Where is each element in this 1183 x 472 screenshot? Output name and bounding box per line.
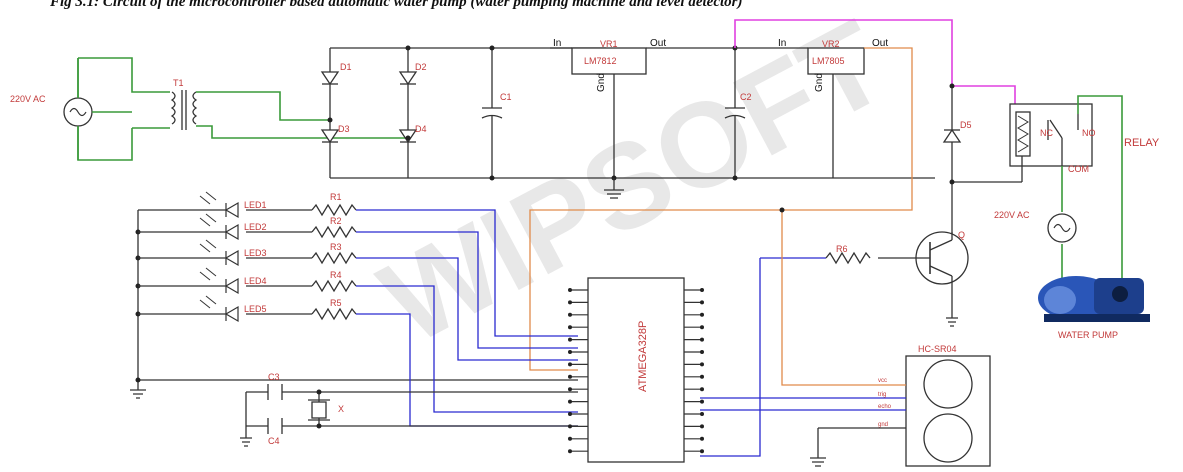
relay-nc-label: NC (1040, 128, 1053, 138)
mcu-pin-right-dot (700, 362, 704, 367)
mcu-pin-left-dot (568, 374, 572, 379)
d1-label: D1 (340, 62, 352, 72)
led2-label: LED2 (244, 222, 267, 232)
mcu-pin-right-dot (700, 350, 704, 354)
mcu-pin-left-dot (568, 288, 572, 292)
mcu-pin-right-dot (700, 412, 704, 416)
r3-label: R3 (330, 242, 342, 252)
sensor-vcc-label: vcc (878, 378, 887, 384)
figure-caption: Fig 3.1: Circuit of the microcontroller … (50, 0, 743, 10)
relay: NC NO COM RELAY (1009, 103, 1160, 182)
d3-label: D3 (338, 124, 350, 134)
transformer: T1 (170, 78, 408, 139)
c4-label: C4 (268, 436, 280, 446)
vr1-gnd-label: Gnd (596, 73, 607, 92)
c1-label: C1 (500, 92, 512, 102)
mcu-pin-left-dot (568, 312, 572, 317)
led-row-3: LED3 R3 (138, 239, 578, 361)
crystal-label: X (338, 404, 344, 414)
mcu-pin-left-dot (568, 300, 572, 305)
sensor-echo-label: echo (878, 404, 892, 410)
pump-label: WATER PUMP (1058, 330, 1118, 340)
led1-label: LED1 (244, 200, 267, 210)
sensor-gnd-label: gnd (878, 422, 888, 428)
mcu-pin-right-dot (700, 337, 704, 342)
led-bank: LED1 R1 LED2 R2 LED3 R3 (130, 191, 578, 427)
mcu-pin-right-dot (700, 288, 704, 292)
crystal-oscillator: C3 C4 X (240, 372, 578, 447)
mcu-pin-right-dot (700, 449, 704, 454)
mcu-pin-left-dot (568, 325, 572, 330)
mcu-pin-right-dot (700, 312, 704, 317)
d5-label: D5 (960, 120, 972, 130)
relay-ac-label: 220V AC (994, 210, 1030, 220)
vr1-in-label: In (553, 38, 561, 49)
mcu-pin-right-dot (700, 374, 704, 379)
ac-source: 220V AC (10, 57, 170, 161)
led5-label: LED5 (244, 304, 267, 314)
sensor-trig-label: trig (878, 392, 886, 398)
mcu-pin-right-dot (700, 300, 704, 305)
bridge-rectifier: D1 D2 D3 D4 (320, 45, 935, 179)
vr2-part-label: LM7805 (812, 56, 845, 66)
mcu-pin-right-dot (700, 436, 704, 441)
vr2-in-label: In (778, 38, 786, 49)
led-row-1: LED1 R1 (138, 191, 578, 337)
mcu-pin-left-dot (568, 449, 572, 454)
hc-sr04-sensor: HC-SR04 vcc trig echo gnd (700, 344, 991, 467)
transformer-label: T1 (173, 78, 184, 88)
r6-label: R6 (836, 244, 848, 254)
regulator-vr1: VR1 LM7812 In Out Gnd (550, 38, 735, 199)
mcu-pin-left-dot (568, 412, 572, 416)
resistor-r6: R6 (700, 244, 871, 457)
led3-label: LED3 (244, 248, 267, 258)
led-row-2: LED2 R2 (138, 213, 578, 349)
mcu-pin-left-dot (568, 424, 572, 429)
vr1-label: VR1 (600, 39, 618, 49)
flyback-diode-d5: D5 (942, 88, 1022, 240)
mcu-label: ATMEGA328P (637, 321, 649, 392)
water-pump-image: WATER PUMP (1038, 276, 1150, 340)
pump-circuit: 220V AC (994, 95, 1123, 282)
regulator-vr2: VR2 LM7805 In Out Gnd (529, 38, 913, 371)
r4-label: R4 (330, 270, 342, 280)
d2-label: D2 (415, 62, 427, 72)
r1-label: R1 (330, 192, 342, 202)
mcu-pin-left-dot (568, 399, 572, 404)
c2-label: C2 (740, 92, 752, 102)
q-label: Q (958, 230, 965, 240)
atmega328p-chip: ATMEGA328P (568, 277, 704, 463)
r5-label: R5 (330, 298, 342, 308)
mcu-pin-left-dot (568, 350, 572, 354)
sensor-label: HC-SR04 (918, 344, 957, 354)
mcu-pin-left-dot (568, 337, 572, 342)
mcu-pin-right-dot (700, 399, 704, 404)
led4-label: LED4 (244, 276, 267, 286)
mcu-pin-right-dot (700, 424, 704, 429)
vr2-label: VR2 (822, 39, 840, 49)
led-row-4: LED4 R4 (138, 267, 578, 413)
relay-no-label: NO (1082, 128, 1096, 138)
d4-label: D4 (415, 124, 427, 134)
vr2-gnd-label: Gnd (814, 73, 825, 92)
relay-label: RELAY (1124, 137, 1160, 149)
transistor-q: Q (878, 230, 969, 327)
vr1-part-label: LM7812 (584, 56, 617, 66)
mcu-pin-right-dot (700, 387, 704, 392)
vr1-out-label: Out (650, 38, 666, 49)
mcu-pin-left-dot (568, 387, 572, 392)
mcu-pin-right-dot (700, 325, 704, 330)
source-ac-label: 220V AC (10, 94, 46, 104)
r2-label: R2 (330, 216, 342, 226)
mcu-pin-left-dot (568, 362, 572, 367)
capacitor-c1: C1 (481, 45, 512, 181)
relay-com-label: COM (1068, 164, 1089, 174)
c3-label: C3 (268, 372, 280, 382)
mcu-pin-left-dot (568, 436, 572, 441)
vr2-out-label: Out (872, 38, 888, 49)
